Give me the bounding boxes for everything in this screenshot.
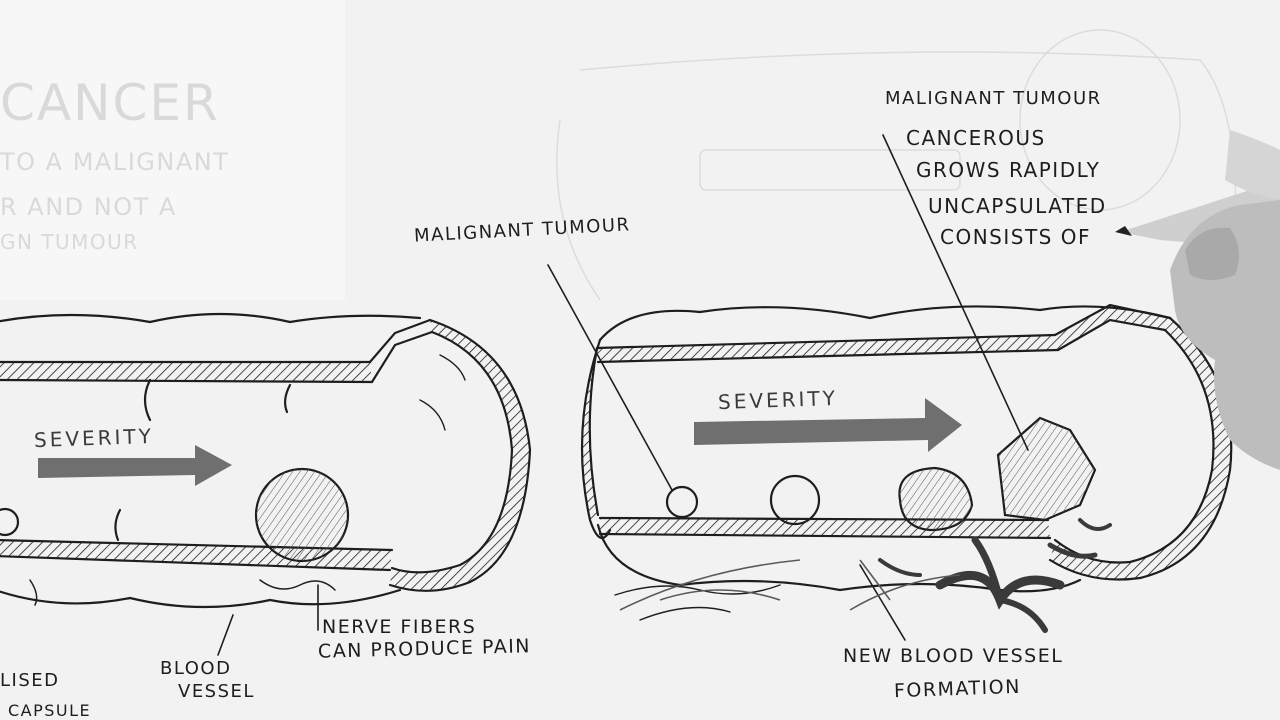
blood-vessel-label-1: BLOOD [160,660,231,678]
nerve-fibers-label-1: NERVE FIBERS [322,618,476,637]
new-vessel-label-1: NEW BLOOD VESSEL [843,647,1063,666]
severity-arrow-left [38,445,232,486]
new-vessel-label-2: FORMATION [894,678,1021,701]
blood-vessel-label-2: VESSEL [178,683,255,701]
faded-title: CANCER [0,78,220,128]
benign-tumour-tube [0,314,530,655]
faint-vessel-strokes [620,560,960,610]
severity-label-left: SEVERITY [34,426,155,450]
left-edge-label-1: LISED [0,672,60,690]
left-edge-label-2: CAPSULE [8,703,91,719]
faded-line-1: TO A MALIGNANT [0,150,229,174]
note-line-3: UNCAPSULATED [928,196,1107,216]
severity-label-right: SEVERITY [718,388,839,412]
hand-with-pen [1115,130,1280,470]
note-line-1: CANCEROUS [906,128,1046,148]
malignant-tumour-label-top: MALIGNANT TUMOUR [885,90,1102,108]
faded-line-3: GN TUMOUR [0,232,139,252]
faded-line-2: R AND NOT A [0,195,177,219]
note-line-2: GROWS RAPIDLY [916,160,1100,180]
note-line-4: CONSISTS OF [940,227,1091,247]
